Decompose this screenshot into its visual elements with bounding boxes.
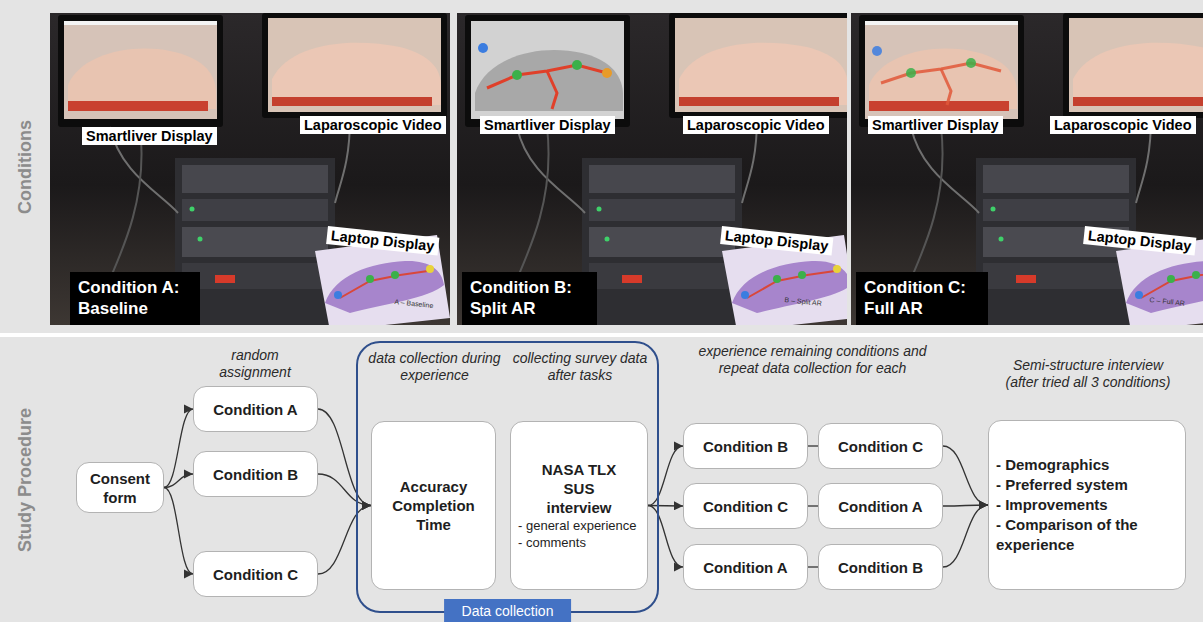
- condition-box: Condition C: [818, 423, 943, 469]
- screen-tag: Laptop Display: [1083, 226, 1196, 256]
- box-text: Condition A: [838, 497, 922, 516]
- group-tab: Data collection: [444, 599, 572, 622]
- panel-label: Study Procedure: [15, 408, 36, 552]
- flow-arrow: [164, 488, 193, 575]
- heading-block: data collection during experience: [360, 350, 510, 384]
- flow-arrow: [808, 505, 818, 506]
- measure-box: data collection during experienceAccurac…: [371, 421, 496, 590]
- list-item: - Comparison of the experience: [996, 515, 1178, 555]
- list-item: - comments: [518, 534, 640, 551]
- flow-arrow: [164, 474, 193, 488]
- flow-arrow: [318, 409, 371, 506]
- heading-block: Semi-structure interview(after tried all…: [983, 357, 1193, 391]
- flow-arrow: [648, 446, 683, 506]
- condition-box: Condition C: [683, 483, 808, 529]
- condition-tag: Condition C: Full AR: [856, 272, 988, 325]
- flow-arrow: [943, 505, 988, 567]
- panel-label: Conditions: [15, 120, 36, 214]
- interview-box: Semi-structure interview(after tried all…: [988, 420, 1186, 590]
- step-heading: collecting survey data after tasks: [505, 350, 655, 384]
- screen-tag: Laparoscopic Video: [300, 116, 446, 134]
- group-frame: Data collectiondata collection during ex…: [356, 341, 659, 613]
- condition-tag: Condition B: Split AR: [462, 272, 597, 325]
- screen-tag: Smartliver Display: [82, 127, 217, 145]
- screen-tag: Laptop Display: [720, 226, 833, 256]
- box-text: Condition A: [213, 400, 297, 419]
- box-text: Condition B: [838, 558, 923, 577]
- box-text: Condition C: [838, 437, 923, 456]
- survey-box: collecting survey data after tasksNASA T…: [510, 421, 648, 590]
- procedure-panel: [0, 337, 1203, 622]
- condition-box: Condition C: [193, 551, 318, 597]
- step-box: Consent form: [76, 462, 164, 513]
- box-text: Condition B: [213, 465, 298, 484]
- flow-arrow: [808, 445, 818, 446]
- step-heading: (after tried all 3 conditions): [983, 374, 1193, 391]
- laptop-caption: C – Full AR: [1149, 296, 1185, 307]
- box-text: NASA TLX: [542, 460, 616, 479]
- condition-box: Condition A: [818, 483, 943, 529]
- flow-arrow: [318, 474, 371, 506]
- photo-baseline: [50, 13, 450, 331]
- box-text: SUS: [564, 479, 595, 498]
- heading-block: collecting survey data after tasks: [505, 350, 655, 384]
- flow-arrow: [943, 446, 988, 505]
- screen-tag: Laptop Display: [326, 226, 439, 256]
- flow-arrow: [648, 505, 683, 507]
- condition-box: Condition B: [818, 544, 943, 590]
- screen-tag: Smartliver Display: [868, 116, 1003, 134]
- photo-split-ar: [457, 13, 857, 331]
- list-item: - Demographics: [996, 455, 1178, 475]
- condition-tag: Condition A: Baseline: [70, 272, 200, 325]
- photo-full-ar: [851, 13, 1203, 331]
- condition-box: Condition B: [193, 451, 318, 497]
- condition-box: Condition A: [193, 386, 318, 432]
- condition-box: Condition A: [683, 544, 808, 590]
- list-item: - general experience: [518, 517, 640, 534]
- box-text: Accuracy Completion Time: [379, 477, 488, 534]
- screen-tag: Laparoscopic Video: [1050, 116, 1196, 134]
- screen-tag: Laparoscopic Video: [683, 116, 829, 134]
- step-note: experience remaining conditions and repe…: [680, 343, 945, 377]
- box-text: Condition B: [703, 437, 788, 456]
- flow-arrow: [943, 505, 988, 506]
- step-note: random assignment: [205, 347, 305, 381]
- laptop-caption: A – Baseline: [394, 298, 433, 309]
- screen-tag: Smartliver Display: [480, 116, 615, 134]
- flow-arrow: [808, 566, 818, 567]
- box-text: Condition A: [703, 558, 787, 577]
- flow-arrow: [164, 409, 193, 488]
- list-item: - Preferred system: [996, 475, 1178, 495]
- box-text: Condition C: [213, 565, 298, 584]
- step-heading: Semi-structure interview: [983, 357, 1193, 374]
- condition-box: Condition B: [683, 423, 808, 469]
- laptop-caption: B – Split AR: [784, 296, 822, 307]
- box-text: Consent form: [84, 469, 156, 507]
- box-text: Condition C: [703, 497, 788, 516]
- list-item: - Improvements: [996, 495, 1178, 515]
- flow-arrow: [318, 506, 371, 575]
- box-text: interview: [546, 498, 611, 517]
- flow-arrow: [648, 506, 683, 568]
- step-heading: data collection during experience: [360, 350, 510, 384]
